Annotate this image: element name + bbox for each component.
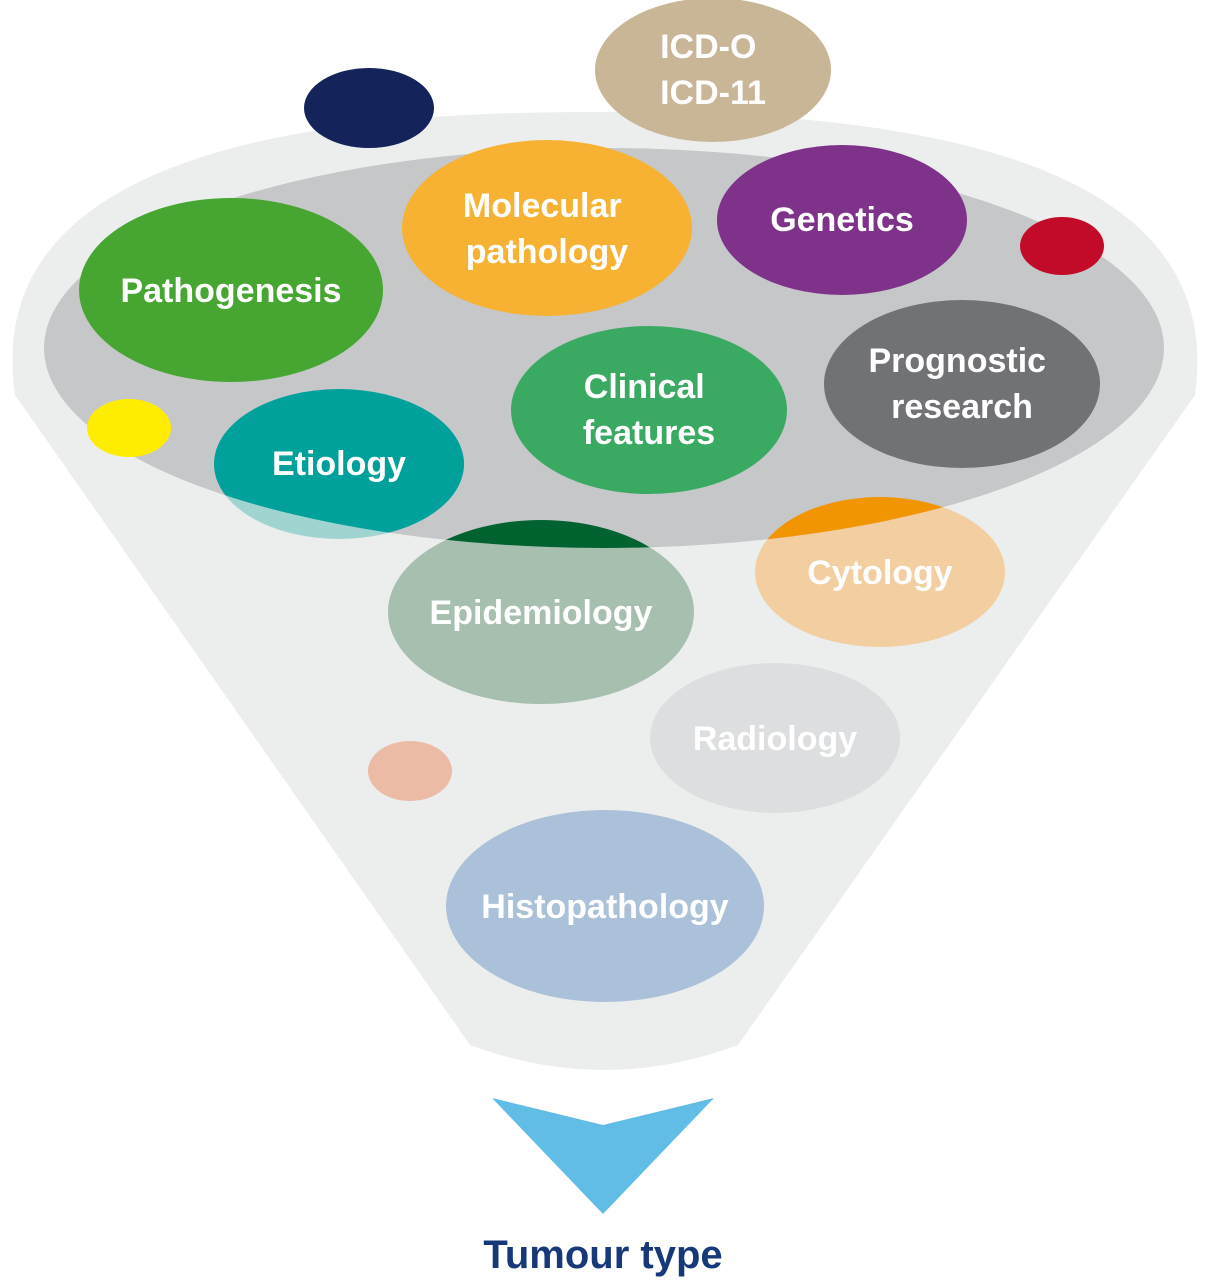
etiology-label: Etiology — [272, 445, 406, 483]
pathogenesis-bubble — [79, 198, 383, 382]
navy-dot — [304, 68, 434, 148]
pathogenesis-label: Pathogenesis — [120, 272, 341, 310]
molecular-pathology-bubble — [402, 140, 692, 316]
radiology-bubble — [650, 663, 900, 813]
histopathology-label: Histopathology — [481, 888, 729, 926]
genetics-label: Genetics — [770, 201, 914, 239]
tumour-type-caption: Tumour type — [483, 1233, 722, 1277]
prognostic-research-bubble — [824, 300, 1100, 468]
yellow-dot — [87, 399, 171, 457]
red-dot — [1020, 217, 1104, 275]
cytology-label: Cytology — [807, 554, 953, 592]
radiology-label: Radiology — [693, 720, 857, 758]
cytology-bubble — [755, 497, 1005, 647]
peach-dot — [368, 741, 452, 801]
genetics-bubble — [717, 145, 967, 295]
prognostic-research-label: Prognostic research — [868, 342, 1055, 426]
epidemiology-label: Epidemiology — [430, 594, 653, 632]
histopathology-bubble — [446, 810, 764, 1002]
icd-label: ICD-O ICD-11 — [660, 28, 766, 112]
clinical-features-bubble — [511, 326, 787, 494]
epidemiology-bubble — [388, 520, 694, 704]
molecular-pathology-label: Molecular pathology — [463, 187, 631, 271]
down-arrow-icon — [492, 1098, 714, 1214]
etiology-bubble-inner — [214, 389, 464, 539]
clinical-features-label: Clinical features — [583, 368, 715, 452]
icd-bubble — [595, 0, 831, 142]
